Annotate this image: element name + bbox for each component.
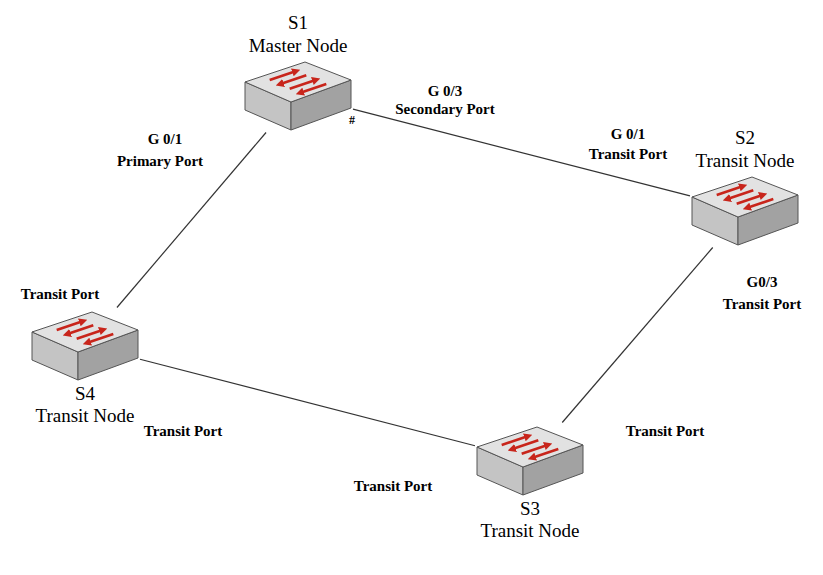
switch-node: S4Transit Node bbox=[30, 308, 140, 429]
switch-name: S1 bbox=[288, 12, 308, 35]
port-label: Transit Port bbox=[624, 423, 706, 440]
port-label: G0/3 bbox=[745, 274, 780, 291]
ring-link bbox=[353, 109, 690, 196]
switch-name: S3 bbox=[520, 498, 540, 521]
switch-name: S4 bbox=[75, 383, 95, 406]
port-label: Transit Port bbox=[19, 286, 101, 303]
port-label: G 0/1 bbox=[146, 131, 185, 148]
ring-link bbox=[562, 248, 713, 423]
switch-icon bbox=[690, 173, 800, 248]
ring-link bbox=[140, 359, 475, 446]
switch-name: S2 bbox=[735, 127, 755, 150]
switch-node: S2Transit Node bbox=[690, 127, 800, 248]
node-role: Transit Node bbox=[480, 520, 579, 543]
switch-node: S3Transit Node bbox=[475, 423, 585, 544]
node-role: Transit Node bbox=[35, 405, 134, 428]
port-label: Transit Port bbox=[721, 296, 803, 313]
port-label: G 0/1 bbox=[609, 126, 648, 143]
switch-node: S1Master Node bbox=[243, 12, 353, 133]
blocked-port-mark: # bbox=[347, 114, 357, 128]
port-label: Secondary Port bbox=[393, 101, 497, 118]
switch-icon bbox=[243, 58, 353, 133]
port-label: G 0/3 bbox=[426, 83, 465, 100]
port-label: Transit Port bbox=[142, 423, 224, 440]
node-role: Master Node bbox=[249, 35, 348, 58]
node-role: Transit Node bbox=[695, 150, 794, 173]
port-label: Transit Port bbox=[352, 478, 434, 495]
port-label: Transit Port bbox=[587, 146, 669, 163]
port-label: Primary Port bbox=[115, 153, 205, 170]
switch-icon bbox=[30, 308, 140, 383]
switch-icon bbox=[475, 423, 585, 498]
